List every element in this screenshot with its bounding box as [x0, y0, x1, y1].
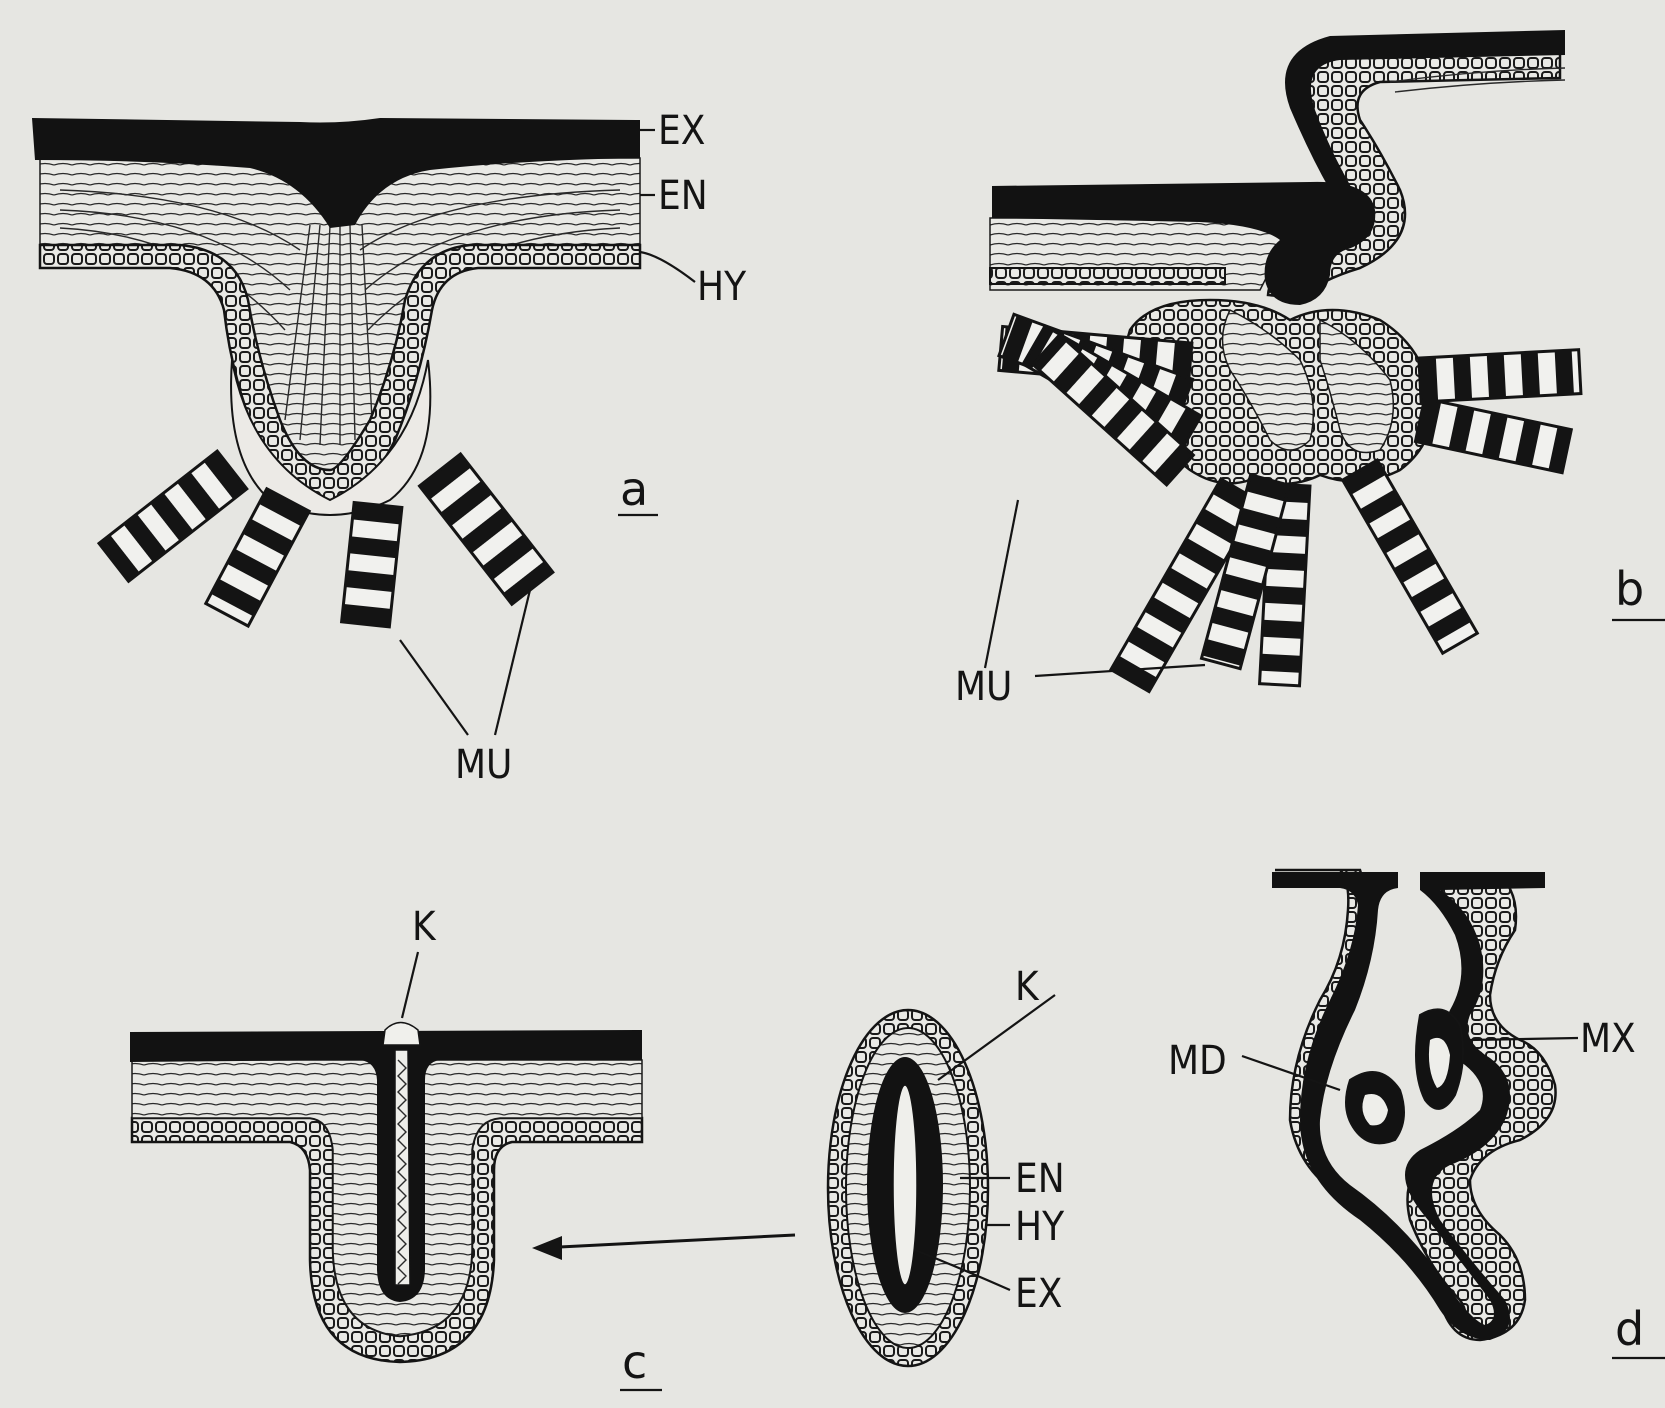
panel-c-leader-k — [402, 952, 418, 1018]
panel-c-label-k: K — [412, 904, 437, 950]
panel-c-cross-section-lumen — [893, 1085, 917, 1285]
panel-c-label-k2: K — [1015, 964, 1040, 1010]
panel-a-muscle-3 — [342, 502, 402, 626]
panel-d-letter: d — [1615, 1302, 1644, 1356]
panel-c-arrow-head — [532, 1236, 562, 1260]
panel-a-leader-hy — [640, 252, 695, 282]
panel-b-muscle-10 — [1415, 398, 1571, 472]
panel-c-k-plug — [383, 1023, 420, 1046]
panel-b-muscle-9 — [1419, 350, 1581, 402]
panel-a-label-ex: EX — [658, 108, 705, 154]
panel-c-arrow-shaft — [540, 1235, 795, 1248]
panel-a-leader-mu-2 — [495, 590, 530, 735]
panel-d-label-md: MD — [1168, 1038, 1227, 1084]
panel-b: MU b — [955, 30, 1665, 710]
panel-b-hypodermis — [990, 268, 1225, 284]
panel-a-muscle-1 — [99, 451, 247, 581]
panel-a-letter: a — [620, 462, 648, 516]
panel-b-muscle-8 — [1343, 460, 1478, 653]
panel-b-label-mu: MU — [955, 664, 1012, 710]
panel-c-label-en: EN — [1015, 1156, 1065, 1202]
panel-a-muscle-4 — [420, 454, 553, 604]
panel-d-label-mx: MX — [1580, 1016, 1636, 1062]
panel-a: EX EN HY MU a — [32, 108, 747, 788]
panel-c-label-hy: HY — [1015, 1204, 1065, 1250]
panel-a-leader-mu-1 — [400, 640, 468, 735]
panel-b-leader-mu-1 — [985, 500, 1018, 668]
panel-c-letter: c — [622, 1335, 647, 1389]
panel-a-label-en: EN — [658, 173, 708, 219]
panel-a-label-hy: HY — [697, 264, 747, 310]
panel-c-label-ex: EX — [1015, 1271, 1062, 1317]
panel-c: K K EN HY EX c — [130, 904, 1065, 1390]
panel-d: MD MX d — [1168, 870, 1665, 1358]
panel-b-letter: b — [1615, 562, 1644, 616]
panel-a-label-mu: MU — [455, 742, 512, 788]
